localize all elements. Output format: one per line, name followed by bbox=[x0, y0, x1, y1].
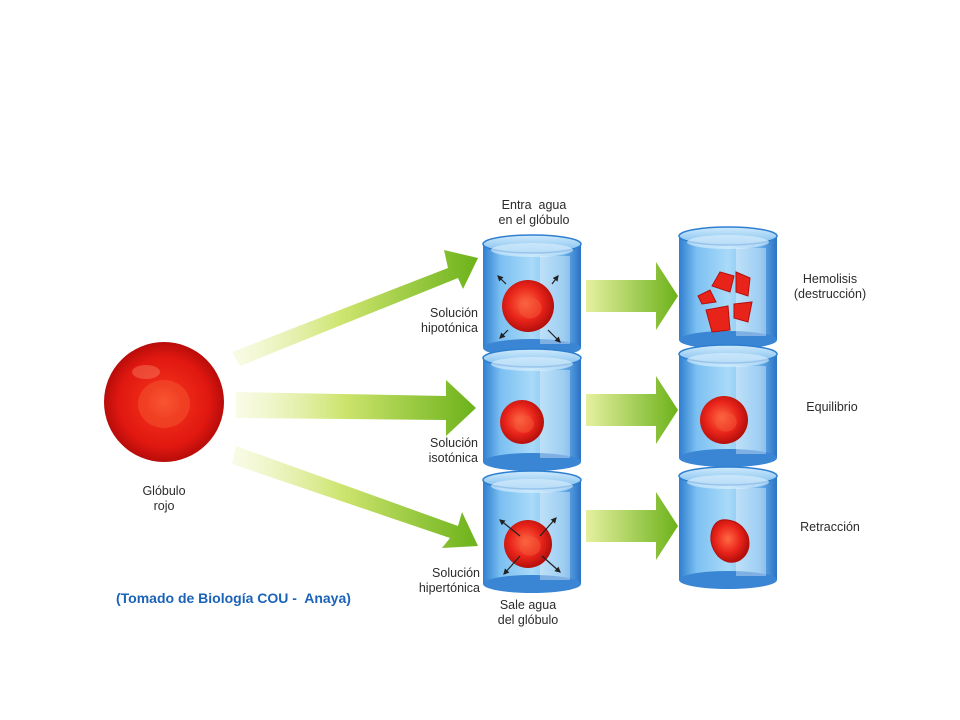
arrow-hypertonic-to-result bbox=[586, 492, 678, 560]
beaker-isotonic bbox=[482, 348, 582, 471]
water-in-arrow-icon bbox=[547, 329, 561, 343]
beaker-retraction bbox=[678, 466, 778, 589]
normal-cell-icon bbox=[700, 396, 748, 444]
hypertonic-solution-label: Solución hipertónica bbox=[418, 566, 480, 595]
water-in-arrow-icon bbox=[499, 329, 509, 339]
beaker-hypertonic bbox=[482, 470, 582, 593]
arrow-to-hypertonic bbox=[232, 446, 478, 548]
water-in-arrow-icon bbox=[551, 275, 559, 285]
arrow-hypotonic-to-result bbox=[586, 262, 678, 330]
beaker-hypotonic bbox=[482, 234, 582, 357]
shrinking-cell-icon bbox=[504, 520, 552, 568]
arrow-to-hypotonic bbox=[232, 250, 478, 366]
hypertonic-result-label: Retracción bbox=[800, 520, 860, 534]
hypotonic-result-label: Hemolisis (destrucción) bbox=[793, 272, 867, 301]
hypotonic-top-note: Entra agua en el glóbulo bbox=[498, 198, 570, 227]
hypertonic-bottom-note: Sale agua del glóbulo bbox=[497, 598, 559, 627]
arrow-to-isotonic bbox=[236, 380, 476, 436]
water-out-arrow-icon bbox=[499, 519, 521, 537]
swollen-cell-icon bbox=[502, 280, 554, 332]
water-out-arrow-icon bbox=[541, 555, 561, 573]
source-cell-label: Glóbulo rojo bbox=[142, 484, 186, 513]
beaker-equilibrium bbox=[678, 344, 778, 467]
water-out-arrow-icon bbox=[503, 555, 521, 575]
isotonic-result-label: Equilibrio bbox=[806, 400, 858, 414]
isotonic-solution-label: Solución isotónica bbox=[428, 436, 478, 465]
normal-cell-icon bbox=[500, 400, 544, 444]
hemolysed-cell-fragments-icon bbox=[697, 271, 753, 333]
hypotonic-solution-label: Solución hipotónica bbox=[421, 306, 478, 335]
water-out-arrow-icon bbox=[539, 517, 557, 537]
crenated-cell-icon bbox=[710, 519, 750, 563]
source-credit: (Tomado de Biología COU - Anaya) bbox=[116, 590, 351, 606]
source-red-blood-cell bbox=[104, 342, 224, 462]
arrow-isotonic-to-result bbox=[586, 376, 678, 444]
beaker-hemolysis bbox=[678, 226, 778, 349]
water-in-arrow-icon bbox=[497, 275, 507, 285]
